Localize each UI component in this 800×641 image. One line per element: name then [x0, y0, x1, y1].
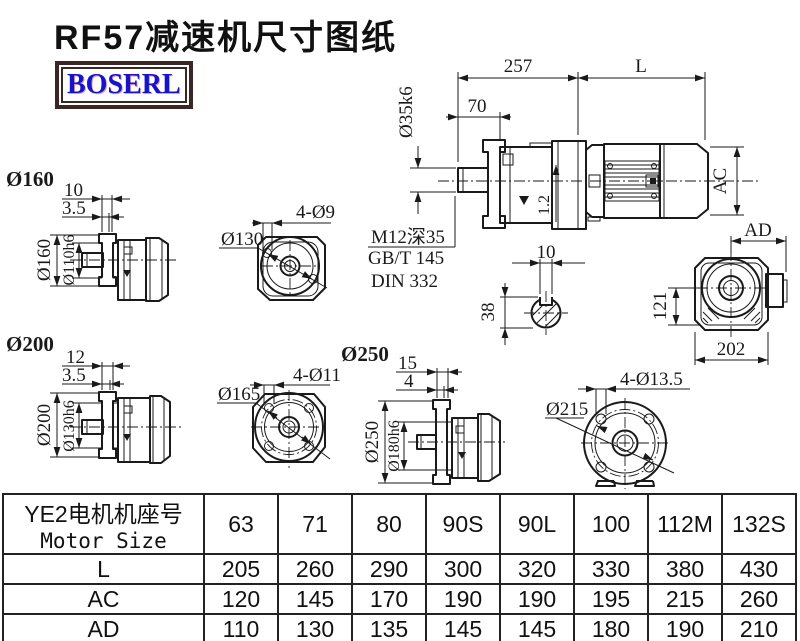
dim-70: 70 [468, 96, 487, 117]
col-90L: 90L [499, 493, 575, 555]
dim-flange250-od: Ø250 [362, 421, 383, 463]
dim-flange160-thickness: 10 [64, 180, 83, 201]
cell: 430 [721, 553, 797, 585]
drawing-flange200-side: Ø200 12 3.5 Ø200 Ø130h6 [6, 332, 182, 464]
dim-flange200-od: Ø200 [34, 404, 55, 446]
dim-flange160-od: Ø160 [34, 239, 55, 281]
header-cn: YE2电机机座号 [24, 501, 183, 527]
drawing-flange160-side: Ø160 10 3.5 Ø160 Ø110h6 [6, 167, 178, 302]
drawing-main: 257 L 70 Ø35k6 AC 1.2 M12深35 GB/T 145 DI… [368, 56, 760, 292]
drawing-flange160-front: 4-Ø9 Ø130 [219, 202, 335, 301]
dim-internal: 1.2 [536, 195, 553, 215]
col-90S: 90S [425, 493, 501, 555]
header-en: Motor Size [40, 529, 167, 553]
dim-flange250-thickness: 15 [398, 353, 417, 374]
cell: 195 [573, 583, 649, 615]
row-label-L: L [2, 553, 205, 585]
dim-L: L [635, 56, 647, 77]
dim-flange250-bolt-circle: Ø165 [218, 384, 260, 405]
label-flange250: Ø250 [341, 342, 389, 366]
cell: 260 [721, 583, 797, 615]
cell: 190 [647, 613, 723, 641]
table-row-L: L 205 260 290 300 320 330 380 430 [2, 553, 797, 585]
cell: 300 [425, 553, 501, 585]
col-132S: 132S [721, 493, 797, 555]
dim-flange215-holes: 4-Ø13.5 [620, 369, 683, 390]
drawing-shaft-section: 10 38 [478, 242, 585, 345]
note-gbt: GB/T 145 [368, 248, 444, 269]
drawing-flange215-front: 4-Ø13.5 Ø215 [545, 369, 690, 489]
cell: 145 [277, 583, 353, 615]
dim-flange160-holes: 4-Ø9 [296, 202, 335, 223]
page-title: RF57减速机尺寸图纸 [54, 19, 398, 57]
dim-key-height: 38 [478, 303, 499, 322]
row-label-AC: AC [2, 583, 205, 615]
dim-flange250-spigot: Ø180h6 [386, 420, 403, 472]
cell: 210 [721, 613, 797, 641]
dim-202: 202 [717, 339, 746, 360]
drawing-flange250-front: Ø250 4-Ø11 Ø165 [217, 342, 389, 468]
cell: 180 [573, 613, 649, 641]
cell: 145 [425, 613, 501, 641]
dim-121: 121 [650, 292, 671, 321]
cell: 120 [203, 583, 279, 615]
cell: 215 [647, 583, 723, 615]
table-row-AD: AD 110 130 135 145 145 180 190 210 [2, 613, 797, 641]
cell: 320 [499, 553, 575, 585]
col-63: 63 [203, 493, 279, 555]
cell: 290 [351, 553, 427, 585]
dim-flange200-spigot: Ø130h6 [61, 400, 78, 452]
drawing-rear-view: AD 121 202 [650, 220, 788, 365]
cell: 260 [277, 553, 353, 585]
cell: 135 [351, 613, 427, 641]
dim-flange250-lip: 4 [404, 371, 414, 392]
note-tap: M12深35 [371, 226, 445, 248]
label-flange160: Ø160 [6, 167, 54, 191]
col-80: 80 [351, 493, 427, 555]
col-112M: 112M [647, 493, 723, 555]
dim-flange250-holes: 4-Ø11 [293, 365, 341, 386]
cell: 190 [499, 583, 575, 615]
dim-AD: AD [744, 220, 771, 241]
row-label-AD: AD [2, 613, 205, 641]
dim-257: 257 [504, 56, 533, 77]
brand-logo: BOSERL [55, 61, 193, 109]
dim-AC: AC [710, 168, 731, 194]
cell: 380 [647, 553, 723, 585]
cell: 330 [573, 553, 649, 585]
col-100: 100 [573, 493, 649, 555]
cell: 190 [425, 583, 501, 615]
cell: 145 [499, 613, 575, 641]
dim-flange160-lip: 3.5 [62, 198, 86, 219]
cell: 110 [203, 613, 279, 641]
dim-flange160-spigot: Ø110h6 [61, 235, 78, 286]
col-71: 71 [277, 493, 353, 555]
dim-flange200-lip: 3.5 [62, 365, 86, 386]
brand-logo-text: BOSERL [61, 67, 187, 103]
dim-flange160-bolt-circle: Ø130 [221, 229, 263, 250]
drawing-flange250-side: 15 4 Ø250 Ø180h6 [362, 353, 505, 485]
label-flange200: Ø200 [6, 332, 54, 356]
cell: 130 [277, 613, 353, 641]
table-row-AC: AC 120 145 170 190 190 195 215 260 [2, 583, 797, 615]
cell: 205 [203, 553, 279, 585]
dim-key-width: 10 [537, 242, 556, 263]
cell: 170 [351, 583, 427, 615]
dim-flange215-bolt-circle: Ø215 [546, 399, 588, 420]
note-din: DIN 332 [371, 271, 438, 292]
dim-flange200-thickness: 12 [66, 347, 85, 368]
dim-shaft-diameter: Ø35k6 [396, 86, 417, 138]
